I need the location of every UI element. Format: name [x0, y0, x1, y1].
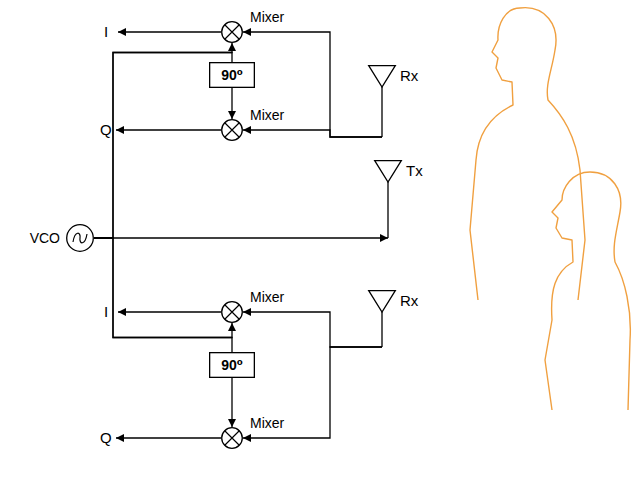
signal-wire [94, 237, 388, 238]
mixer-symbol: Mixer [221, 21, 243, 43]
mixer-circle [222, 428, 243, 449]
signal-wire [94, 238, 232, 352]
mixer-symbol: Mixer [221, 301, 243, 323]
antenna-label: Rx [400, 68, 418, 84]
signal-name: I [104, 304, 108, 320]
phase-shifter-box: 90⁰ [209, 62, 255, 88]
antenna-symbol: Rx [368, 65, 396, 137]
antenna-stem [381, 87, 382, 137]
person-silhouette [545, 172, 590, 410]
output-arrow [116, 437, 221, 438]
node-outline [368, 65, 396, 137]
signal-wire [243, 347, 382, 438]
node-outline [221, 301, 243, 323]
oscillator-symbol: VCO [66, 224, 94, 252]
signal-name: Q [100, 122, 112, 138]
signal-wire [231, 88, 232, 119]
node-outline [221, 427, 243, 449]
person-silhouette [470, 8, 520, 300]
person-silhouette [590, 172, 630, 410]
phase-label: 90⁰ [221, 357, 243, 373]
mixer-cross [225, 25, 240, 40]
oscillator-label: VCO [30, 230, 60, 246]
node-outline [368, 290, 396, 347]
mixer-cross [225, 431, 240, 446]
antenna-triangle [369, 291, 396, 312]
oscillator-circle [67, 225, 94, 252]
signal-wire [243, 32, 382, 137]
mixer-circle [222, 302, 243, 323]
signal-wire [243, 130, 382, 137]
node-outline [374, 160, 402, 238]
mixer-circle [222, 120, 243, 141]
mixer-cross [225, 123, 240, 138]
node-outline [221, 21, 243, 43]
node-outline [66, 224, 94, 252]
phase-shifter-box: 90⁰ [209, 352, 255, 378]
phase-shifter-outline [210, 353, 255, 378]
mixer-label: Mixer [250, 9, 284, 25]
sine-symbol [73, 233, 87, 243]
mixer-label: Mixer [250, 289, 284, 305]
phase-shifter-outline [210, 63, 255, 88]
signal-wire [94, 238, 232, 338]
antenna-symbol: Tx [374, 160, 402, 238]
antenna-label: Rx [400, 293, 418, 309]
node-outline [221, 119, 243, 141]
output-arrow [116, 129, 221, 130]
antenna-symbol: Rx [368, 290, 396, 347]
signal-name: Q [100, 430, 112, 446]
signal-wire [243, 312, 382, 347]
antenna-stem [381, 312, 382, 347]
signal-name: I [104, 24, 108, 40]
antenna-triangle [375, 161, 402, 182]
antenna-stem [387, 182, 388, 238]
output-arrow [118, 31, 221, 32]
phase-label: 90⁰ [221, 67, 243, 83]
mixer-symbol: Mixer [221, 119, 243, 141]
mixer-cross [225, 305, 240, 320]
person-silhouette [520, 8, 585, 300]
antenna-label: Tx [406, 163, 423, 179]
mixer-label: Mixer [250, 415, 284, 431]
output-arrow [118, 311, 221, 312]
signal-wire [231, 378, 232, 427]
mixer-label: Mixer [250, 107, 284, 123]
mixer-symbol: Mixer [221, 427, 243, 449]
mixer-circle [222, 22, 243, 43]
antenna-triangle [369, 66, 396, 87]
